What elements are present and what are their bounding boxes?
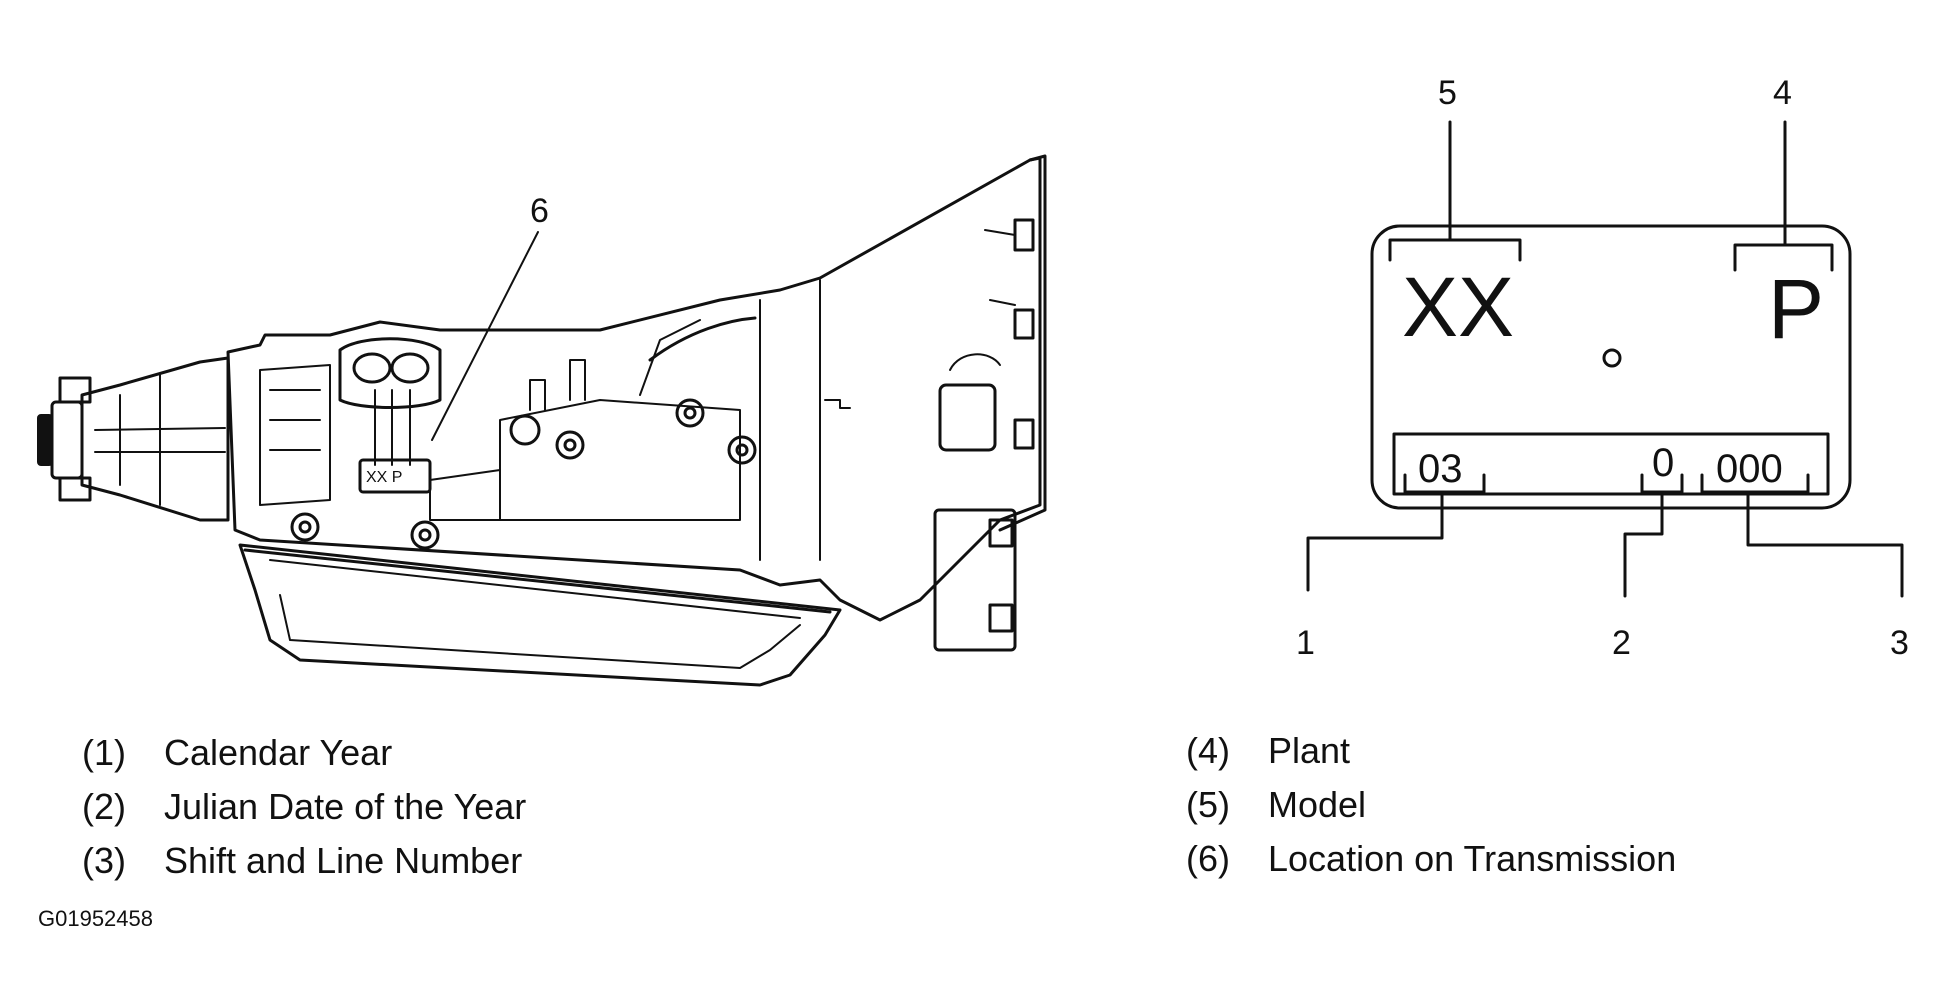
tag-year-value: 03 bbox=[1418, 447, 1463, 491]
callout-2-label: 2 bbox=[1612, 624, 1631, 662]
figure-code: G01952458 bbox=[38, 906, 153, 931]
legend-item-1: (1) Calendar Year bbox=[82, 726, 526, 780]
legend-item-number: (2) bbox=[82, 786, 126, 827]
id-tag-detail: XX 5 P 4 03 1 0 2 000 3 bbox=[1296, 74, 1909, 662]
legend-item-text: Shift and Line Number bbox=[164, 840, 523, 881]
callout-3-label: 3 bbox=[1890, 624, 1909, 662]
legend-item-3: (3) Shift and Line Number bbox=[82, 834, 526, 888]
transmission-case: XX P bbox=[226, 154, 1047, 687]
callout-6-label: 6 bbox=[530, 192, 549, 230]
transmission-illustration: XX P 6 bbox=[37, 154, 1047, 687]
legend-item-4: (4) Plant bbox=[1186, 724, 1676, 778]
tag-shift-line-value: 000 bbox=[1716, 447, 1783, 491]
callout-4-label: 4 bbox=[1773, 74, 1792, 112]
oil-pan bbox=[238, 543, 842, 687]
legend-item-number: (5) bbox=[1186, 784, 1230, 825]
id-plate-mini-label: XX P bbox=[366, 469, 402, 486]
legend-item-text: Calendar Year bbox=[164, 732, 393, 773]
legend-item-number: (3) bbox=[82, 840, 126, 881]
legend-item-text: Plant bbox=[1268, 730, 1351, 771]
case-bolts bbox=[290, 398, 757, 550]
tailshaft bbox=[37, 356, 230, 522]
callout-6: 6 bbox=[431, 192, 549, 441]
legend-item-number: (4) bbox=[1186, 730, 1230, 771]
legend-item-text: Location on Transmission bbox=[1268, 838, 1677, 879]
legend-item-number: (6) bbox=[1186, 838, 1230, 879]
tag-plant-value: P bbox=[1768, 262, 1824, 356]
legend-item-6: (6) Location on Transmission bbox=[1186, 832, 1676, 886]
callout-1-label: 1 bbox=[1296, 624, 1315, 662]
legend-left: (1) Calendar Year (2) Julian Date of the… bbox=[82, 726, 526, 888]
legend-right: (4) Plant (5) Model (6) Location on Tran… bbox=[1186, 724, 1676, 886]
tag-julian-value: 0 bbox=[1652, 441, 1674, 485]
legend-item-5: (5) Model bbox=[1186, 778, 1676, 832]
legend-item-2: (2) Julian Date of the Year bbox=[82, 780, 526, 834]
legend-item-text: Model bbox=[1268, 784, 1367, 825]
tag-model-value: XX bbox=[1402, 260, 1514, 354]
legend-item-number: (1) bbox=[82, 732, 126, 773]
legend-item-text: Julian Date of the Year bbox=[164, 786, 527, 827]
callout-5-label: 5 bbox=[1438, 74, 1457, 112]
